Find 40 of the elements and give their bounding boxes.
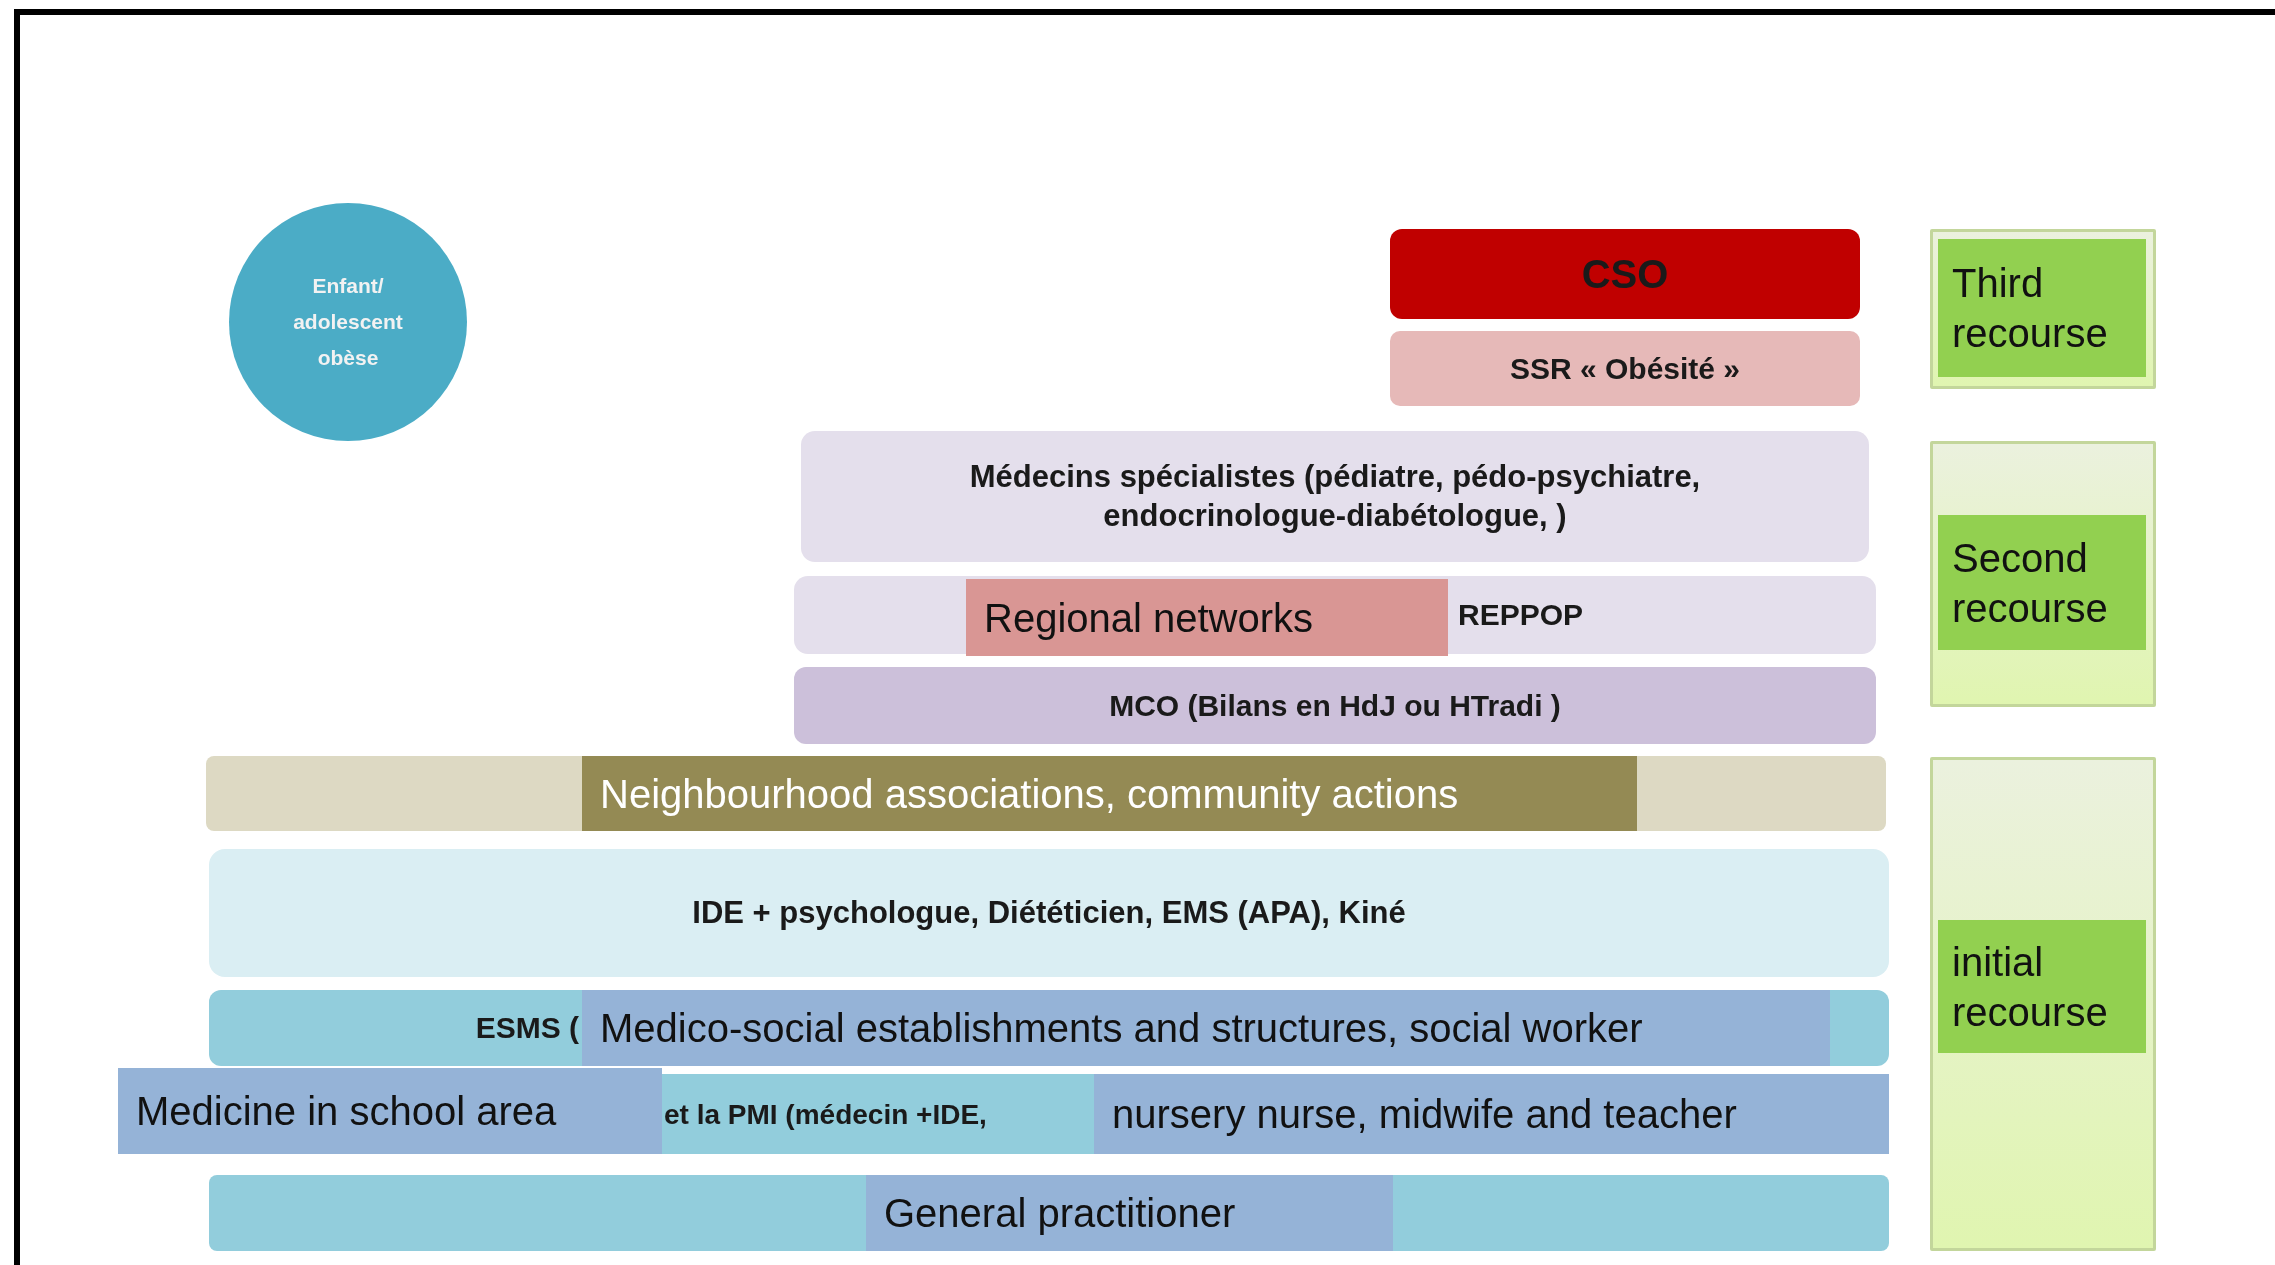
recourse-panel: [1930, 757, 2156, 1251]
translation-label: Regional networks: [984, 594, 1314, 642]
recourse-label: Second recourse: [1952, 534, 2109, 632]
level-box: [801, 431, 1869, 562]
recourse-box: [1938, 515, 2146, 650]
recourse-label: Third recourse: [1952, 260, 2109, 357]
level-box: [1390, 331, 1860, 406]
level-label: CSO: [1581, 251, 1669, 298]
level-band: [206, 756, 1886, 831]
translation-label: Neighbourhood associations, community actions: [600, 770, 1459, 818]
level-box: [794, 576, 1876, 654]
level-label: ESMS (: [475, 1010, 579, 1047]
translation-box: [866, 1175, 1393, 1251]
translation-label: Medico-social establishments and structures, social worker: [600, 1005, 1643, 1052]
level-label: Médecins spécialistes (pédiatre, pédo-psychiatre, endocrinologue-diabétologue, ): [968, 457, 1702, 535]
translation-box: [582, 990, 1830, 1066]
level-box: [662, 1074, 1889, 1154]
level-label: REPPOP: [1458, 597, 1584, 634]
recourse-panel: [1930, 441, 2156, 707]
recourse-box: [1938, 239, 2146, 377]
level-label: SSR « Obésité »: [1509, 350, 1741, 387]
translation-box: [118, 1068, 662, 1154]
translation-box: [966, 579, 1448, 656]
recourse-panel: [1930, 229, 2156, 389]
recourse-label: initial recourse: [1952, 938, 2109, 1036]
circle-label: Enfant/ adolescent obèse: [292, 273, 404, 371]
level-label: MCO (Bilans en HdJ ou HTradi ): [1109, 687, 1561, 724]
translation-box: [1094, 1074, 1889, 1154]
recourse-box: [1938, 920, 2146, 1053]
level-label: IDE + psychologue, Diététicien, EMS (APA), Kiné: [692, 893, 1406, 932]
level-box: [209, 849, 1889, 977]
level-box: [209, 1175, 1889, 1251]
level-box: [209, 990, 1889, 1066]
translation-box: [582, 756, 1637, 831]
translation-label: nursery nurse, midwife and teacher: [1112, 1091, 1737, 1138]
translation-label: General practitioner: [884, 1190, 1236, 1237]
level-box: [794, 667, 1876, 744]
translation-label: Medicine in school area: [136, 1088, 557, 1135]
level-box: [1390, 229, 1860, 319]
level-label: et la PMI (médecin +IDE,: [664, 1097, 987, 1132]
